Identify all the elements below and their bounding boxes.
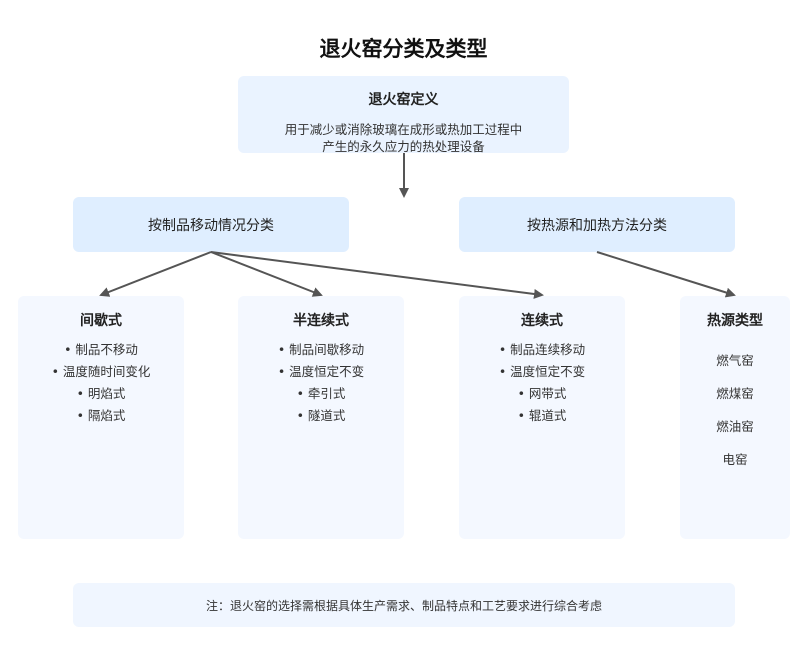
type-item: • 牵引式 [296,386,346,401]
definition-text-line-1: 用于减少或消除玻璃在成形或热加工过程中 [284,122,523,137]
type-item: • 制品连续移动 [498,342,586,357]
type-item: • 明焰式 [76,386,126,401]
arrow-to-continuous [210,251,544,299]
type-box-semi-continuous: 半连续式 • 制品间歇移动 • 温度恒定不变 • 牵引式 • 隧道式 [238,296,404,539]
note-box: 注：退火窑的选择需根据具体生产需求、制品特点和工艺要求进行综合考虑 [73,583,735,627]
arrow-to-heat-source [596,251,736,298]
type-box-intermittent: 间歇式 • 制品不移动 • 温度随时间变化 • 明焰式 • 隔焰式 [18,296,184,539]
category-by-movement: 按制品移动情况分类 [73,197,349,252]
diagram-title: 退火窑分类及类型 [319,37,488,61]
definition-text-line-2: 产生的永久应力的热处理设备 [322,139,485,154]
type-item: 燃气窑 [716,353,754,368]
type-item: 燃油窑 [716,419,754,434]
definition-title: 退火窑定义 [368,92,439,108]
category-by-heat-source: 按热源和加热方法分类 [459,197,735,252]
type-title: 连续式 [521,313,563,329]
type-item: • 温度恒定不变 [498,364,586,379]
category-by-heat-source-label: 按热源和加热方法分类 [527,217,667,234]
type-item: 电窑 [722,452,748,467]
type-item: • 辊道式 [517,408,567,423]
type-item: 燃煤窑 [716,386,754,401]
type-title: 热源类型 [707,313,763,329]
type-box-heat-source: 热源类型 燃气窑 燃煤窑 燃油窑 电窑 [680,296,790,539]
type-item: • 制品不移动 [64,342,138,357]
type-item: • 制品间歇移动 [277,342,365,357]
note-text: 注：退火窑的选择需根据具体生产需求、制品特点和工艺要求进行综合考虑 [205,598,602,613]
type-title: 半连续式 [293,313,349,329]
arrow-to-intermittent [99,251,212,297]
type-item: • 温度随时间变化 [51,364,151,379]
type-item: • 温度恒定不变 [277,364,365,379]
arrow-to-semi-continuous [210,251,323,297]
type-title: 间歇式 [80,313,122,329]
type-item: • 隔焰式 [76,408,126,423]
type-item: • 网带式 [517,386,567,401]
definition-box: 退火窑定义 用于减少或消除玻璃在成形或热加工过程中 产生的永久应力的热处理设备 [238,76,569,154]
category-by-movement-label: 按制品移动情况分类 [148,217,274,234]
type-box-continuous: 连续式 • 制品连续移动 • 温度恒定不变 • 网带式 • 辊道式 [459,296,625,539]
type-item: • 隧道式 [296,408,346,423]
